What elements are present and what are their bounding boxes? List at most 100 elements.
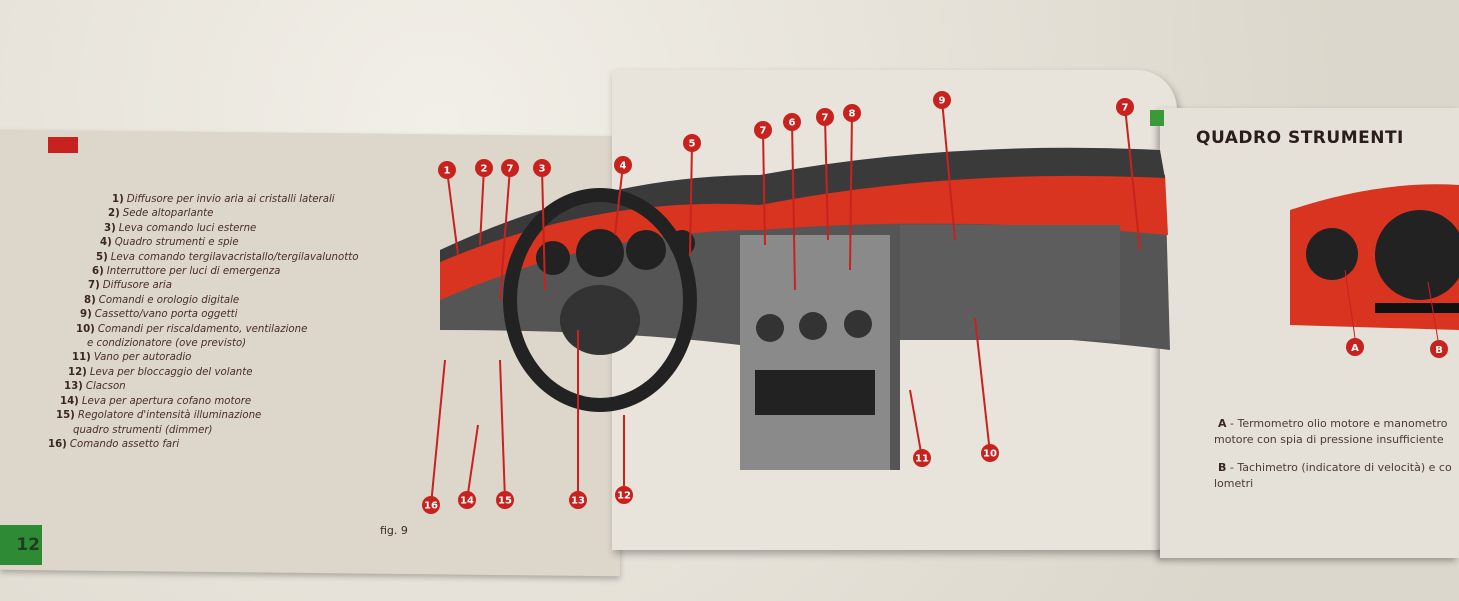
callout-number: 15 [498, 496, 512, 507]
legend-text: Leva per apertura cofano motore [81, 395, 252, 407]
legend-item: e condizionatore (ove previsto) [40, 337, 380, 351]
item-a-cont: motore con spia di pressione insufficien… [1214, 433, 1444, 446]
legend-item: 8)Comandi e orologio digitale [40, 294, 380, 308]
callout-number: 1 [444, 166, 451, 177]
legend-number: 12) [68, 366, 87, 378]
legend-item: 15)Regolatore d'intensità illuminazione [40, 409, 380, 423]
callout-marker [1116, 98, 1134, 116]
callout-line [1124, 106, 1141, 251]
legend-text: Comandi per riscaldamento, ventilazione [97, 323, 308, 335]
legend-text: Leva comando luci esterne [118, 222, 257, 234]
callout-number: 10 [983, 449, 997, 460]
callout-marker [438, 161, 456, 179]
legend-item: 6)Interruttore per luci di emergenza [40, 265, 380, 279]
callout-line [791, 121, 796, 291]
callout-marker [783, 113, 801, 131]
callout-number: 9 [939, 96, 946, 107]
legend-list: 1)Diffusore per invio aria ai cristalli … [40, 193, 380, 452]
callout-number: 7 [1122, 103, 1129, 114]
legend-item: 14)Leva per apertura cofano motore [40, 395, 380, 409]
callout-marker [496, 491, 514, 509]
legend-number: 10) [76, 323, 95, 335]
callout-a [1346, 338, 1364, 356]
legend-number: 11) [72, 352, 91, 364]
legend-text: Leva per bloccaggio del volante [89, 366, 253, 378]
dashboard-red-trim [440, 171, 1168, 300]
figure-label: fig. 9 [380, 524, 408, 537]
callout-marker [754, 121, 772, 139]
callout-marker [913, 449, 931, 467]
legend-item: 10)Comandi per riscaldamento, ventilazio… [40, 323, 380, 337]
callout-marker [933, 91, 951, 109]
legend-number: 9) [80, 309, 92, 321]
legend-text: quadro strumenti (dimmer) [73, 424, 213, 436]
legend-item: 5)Leva comando tergilavacristallo/tergil… [40, 251, 380, 265]
center-console [740, 235, 890, 470]
callout-number: 8 [849, 109, 856, 120]
callout-number: 11 [915, 454, 929, 465]
legend-text: Cassetto/vano porta oggetti [94, 309, 238, 321]
callout-number: 6 [789, 118, 796, 129]
callout-number: 12 [617, 491, 631, 502]
dashboard-top [440, 147, 1165, 262]
glovebox [900, 225, 1120, 340]
radio-slot [755, 370, 875, 415]
legend-number: 15) [56, 410, 75, 422]
legend-item: quadro strumenti (dimmer) [40, 424, 380, 438]
callout-line [446, 169, 459, 256]
callout-marker [533, 159, 551, 177]
legend-item: 12)Leva per bloccaggio del volante [40, 366, 380, 380]
callout-line [430, 359, 446, 506]
legend-number: 16) [48, 438, 67, 450]
legend-text: Diffusore aria [102, 280, 172, 292]
legend-item: 4)Quadro strumenti e spie [40, 236, 380, 250]
legend-text: Clacson [85, 381, 126, 393]
legend-text: Interruttore per luci di emergenza [106, 266, 281, 278]
callout-number: 7 [760, 126, 767, 137]
callout-marker [458, 491, 476, 509]
page-number: 12 [0, 525, 42, 565]
right-page [1160, 108, 1459, 558]
callout-number: 16 [424, 501, 438, 512]
callout-number: 2 [481, 164, 488, 175]
legend-item: 1)Diffusore per invio aria ai cristalli … [40, 193, 380, 207]
legend-number: 3) [104, 222, 116, 234]
callout-line [499, 359, 506, 501]
callout-line [479, 167, 485, 246]
callout-marker [615, 486, 633, 504]
callout-number: 3 [539, 164, 546, 175]
legend-text: Leva comando tergilavacristallo/tergilav… [110, 251, 359, 263]
legend-text: Diffusore per invio aria ai cristalli la… [126, 194, 335, 205]
callout-b-label: B [1435, 345, 1443, 356]
callout-marker [569, 491, 587, 509]
legend-text: Vano per autoradio [93, 352, 192, 364]
legend-item: 2)Sede altoparlante [40, 207, 380, 221]
legend-item: 7)Diffusore aria [40, 279, 380, 293]
callout-line [849, 112, 853, 271]
callout-marker [683, 134, 701, 152]
callout-number: 13 [571, 496, 585, 507]
callout-line [541, 167, 546, 291]
callout-line [974, 317, 991, 454]
legend-text: Quadro strumenti e spie [114, 237, 239, 249]
legend-text: e condizionatore (ove previsto) [87, 338, 247, 350]
callout-line [499, 167, 511, 301]
callout-marker [422, 496, 440, 514]
legend-number: 6) [92, 266, 104, 278]
callout-marker [501, 159, 519, 177]
legend-item: 9)Cassetto/vano porta oggetti [40, 308, 380, 322]
callout-line [824, 116, 829, 241]
item-b: B - Tachimetro (indicatore di velocità) … [1218, 461, 1452, 474]
legend-text: Comando assetto fari [69, 438, 180, 450]
callout-number: 4 [620, 161, 627, 172]
legend-text: Regolatore d'intensità illuminazione [77, 410, 262, 422]
callout-line [614, 164, 624, 236]
steering-wheel [503, 188, 697, 412]
callout-line [909, 389, 923, 459]
callout-number: 5 [689, 139, 696, 150]
legend-text: Comandi e orologio digitale [98, 294, 240, 306]
legend-item: 13)Clacson [40, 380, 380, 394]
speedometer [1375, 210, 1459, 300]
